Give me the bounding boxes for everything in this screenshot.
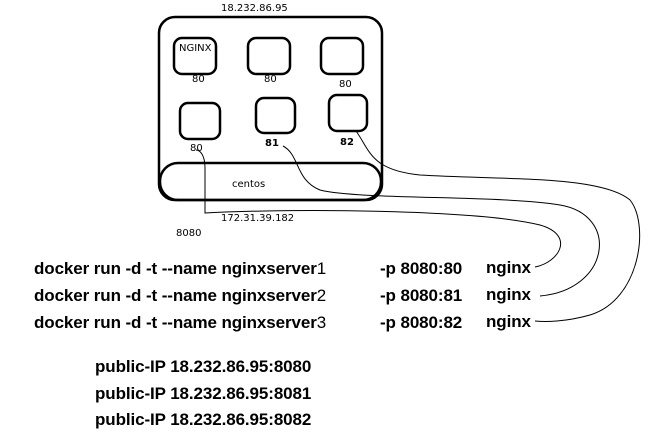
connector-line-3 xyxy=(355,130,641,322)
command-line-1: docker run -d -t --name nginxserver1 xyxy=(34,259,326,279)
container-label-nginx: NGINX xyxy=(179,43,212,54)
container-box-3 xyxy=(319,36,365,76)
container-port-6: 82 xyxy=(340,137,354,148)
container-port-2: 80 xyxy=(264,74,277,85)
container-box-6 xyxy=(327,93,369,133)
command-line-2: docker run -d -t --name nginxserver2 xyxy=(34,286,326,306)
command-port-map: -p 8080:81 xyxy=(380,286,463,305)
host-port-label: 8080 xyxy=(176,228,202,239)
container-box-2 xyxy=(246,36,292,76)
container-port-4: 80 xyxy=(190,143,203,154)
centos-band xyxy=(158,161,383,202)
command-index: 3 xyxy=(316,313,327,332)
container-port-1: 80 xyxy=(192,74,205,85)
connector-line-2 xyxy=(282,145,600,297)
public-endpoint-1: public-IP 18.232.86.95:8080 xyxy=(95,357,312,376)
host-ip-label: 18.232.86.95 xyxy=(221,3,288,14)
command-prefix: docker run -d -t --name nginxserver xyxy=(34,259,317,278)
public-endpoint-2: public-IP 18.232.86.95:8081 xyxy=(95,384,312,403)
container-box-1 xyxy=(172,36,218,76)
container-box-5 xyxy=(254,96,297,135)
container-port-5: 81 xyxy=(265,138,279,149)
container-box-4 xyxy=(178,101,222,141)
command-image: nginx xyxy=(486,258,531,277)
command-image: nginx xyxy=(486,285,531,304)
command-line-3: docker run -d -t --name nginxserver3 xyxy=(34,313,326,333)
container-port-3: 80 xyxy=(339,79,352,90)
command-port-map: -p 8080:80 xyxy=(380,259,463,278)
command-image: nginx xyxy=(486,312,531,331)
command-prefix: docker run -d -t --name nginxserver xyxy=(34,286,317,305)
public-endpoint-3: public-IP 18.232.86.95:8082 xyxy=(95,410,312,429)
command-prefix: docker run -d -t --name nginxserver xyxy=(34,313,317,332)
connector-line-1 xyxy=(195,149,562,268)
command-index: 1 xyxy=(316,259,327,278)
host-os-label: centos xyxy=(232,179,266,190)
command-port-map: -p 8080:82 xyxy=(380,313,463,332)
private-ip-label: 172.31.39.182 xyxy=(221,213,295,224)
command-index: 2 xyxy=(316,286,327,305)
